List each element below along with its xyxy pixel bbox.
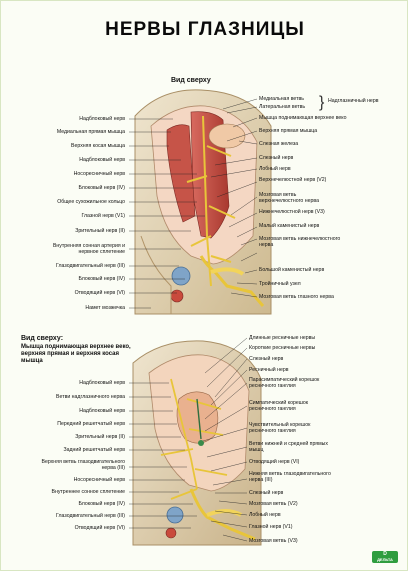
bl-label: Передний решетчатый нерв — [57, 421, 125, 427]
br-label: Чувствительный корешок ресничного гангли… — [249, 422, 311, 434]
bl-label: Верхняя ветвь глазодвигательного нерва (… — [41, 459, 126, 471]
tl-label: Глазной нерв (V1) — [81, 213, 125, 219]
tl-label: Носоресничный нерв — [73, 171, 125, 177]
br-label: Нижняя ветвь глазодвигательного нерва (I… — [249, 471, 331, 483]
tr-label: Латеральная ветвь — [259, 104, 306, 110]
tl-label: Блоковый нерв (IV) — [78, 276, 125, 282]
tr-label: Лобный нерв — [259, 166, 291, 172]
tr-label: Верхняя прямая мышца — [259, 128, 318, 134]
tr-label: Мозговая ветвь верхнечелюстного нерва — [259, 192, 319, 204]
poster-title: НЕРВЫ ГЛАЗНИЦЫ — [105, 19, 305, 40]
bl-label: Глазодвигательный нерв (III) — [56, 513, 125, 519]
tl-label: Блоковый нерв (IV) — [78, 185, 125, 191]
br-label: Мозговая ветвь (V2) — [249, 501, 298, 507]
tr-label: Тройничный узел — [259, 281, 301, 287]
br-label: Короткие ресничные нервы — [249, 345, 316, 351]
br-label: Парасимпатический корешок ресничного ган… — [249, 377, 320, 389]
tl-label: Отводящий нерв (VI) — [74, 290, 125, 296]
tr-label: Большой каменистый нерв — [259, 267, 325, 273]
br-label: Мозговая ветвь (V3) — [249, 538, 298, 544]
tl-label: Глазодвигательный нерв (III) — [56, 263, 125, 269]
bl-label: Зрительный нерв (II) — [75, 434, 125, 440]
tr-label: Мышца поднимающая верхнее веко — [259, 115, 347, 121]
br-label: Длинные ресничные нервы — [249, 335, 316, 341]
publisher-logo: D ДЕЛЬТА — [372, 551, 398, 563]
bottom-orbit-illustration — [132, 340, 262, 546]
tl-label: Надблоковый нерв — [79, 116, 125, 122]
bl-label: Надблоковый нерв — [79, 408, 125, 414]
tl-label: Верхняя косая мышца — [71, 143, 125, 149]
brace-icon: } — [319, 94, 325, 111]
tr-label: Надглазничный нерв — [328, 98, 379, 104]
br-label: Слезный нерв — [249, 356, 284, 362]
br-label: Ветви нижней и средней прямых мышц — [249, 441, 329, 453]
tr-label: Медиальная ветвь — [259, 96, 304, 102]
br-label: Слезный нерв — [249, 490, 284, 496]
tr-label: Верхнечелюстной нерв (V2) — [259, 177, 327, 183]
tl-label: Общее сухожильное кольцо — [57, 199, 125, 205]
tl-label: Намет мозжечка — [85, 305, 125, 311]
tr-label: Мозговая ветвь нижнечелюстного нерва — [259, 236, 341, 248]
bottom-view-description: Мышца поднимающая верхнее веко, верхняя … — [21, 344, 131, 365]
tr-label: Слезная железа — [259, 141, 299, 147]
bottom-view-label: Вид сверху: — [21, 335, 64, 342]
br-label: Лобный нерв — [249, 512, 281, 518]
tr-label: Мозговая ветвь глазного нерва — [259, 294, 334, 300]
tl-label: Надблоковый нерв — [79, 157, 125, 163]
bl-label: Ветви надглазничного нерва — [56, 394, 125, 400]
tr-label: Малый каменистый нерв — [259, 223, 320, 229]
bl-label: Отводящий нерв (VI) — [74, 525, 125, 531]
tl-label: Зрительный нерв (II) — [75, 228, 125, 234]
tl-label: Внутренняя сонная артерия и нервное спле… — [52, 243, 125, 255]
tl-label: Медиальная прямая мышца — [56, 129, 125, 135]
br-label: Глазной нерв (V1) — [249, 524, 293, 530]
br-label: Симпатический корешок ресничного ганглия — [249, 400, 309, 412]
top-view-label: Вид сверху — [171, 77, 211, 84]
bl-label: Задний решетчатый нерв — [63, 447, 125, 453]
bl-label: Носоресничный нерв — [73, 477, 125, 483]
br-label: Ресничный нерв — [249, 367, 289, 373]
tr-label: Слезный нерв — [259, 155, 294, 161]
bl-label: Внутреннее сонное сплетение — [51, 489, 125, 495]
bl-label: Блоковый нерв (IV) — [78, 501, 125, 507]
bl-label: Надблоковый нерв — [79, 380, 125, 386]
tr-label: Нижнечелюстной нерв (V3) — [259, 209, 325, 215]
br-label: Отводящий нерв (VI) — [249, 459, 300, 465]
